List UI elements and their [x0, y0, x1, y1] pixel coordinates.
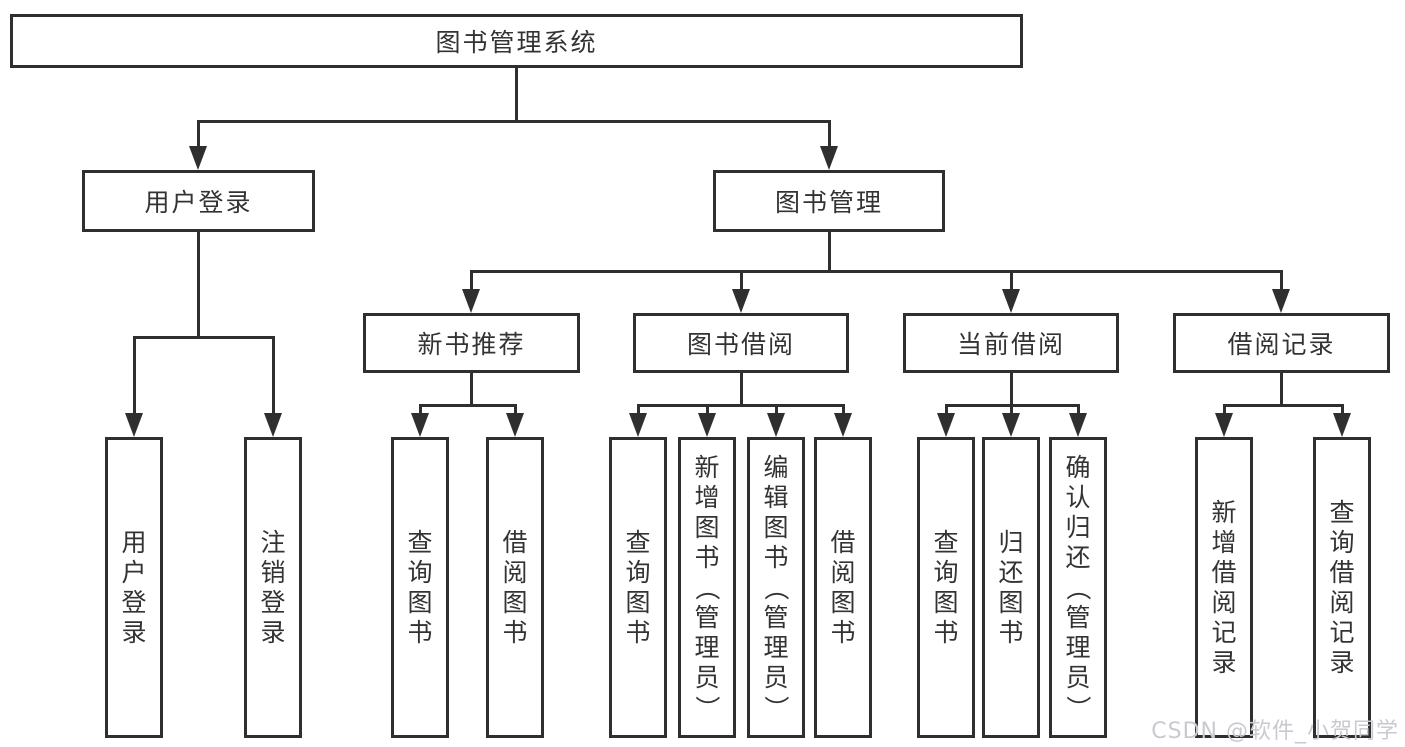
connector-bar	[637, 404, 845, 407]
leaf-query-borrow-record: 查询借阅记录	[1313, 437, 1371, 738]
leaf-add-book-admin: 新增图书（管理员）	[678, 437, 736, 738]
connector-level3-bar	[470, 270, 1283, 273]
arrow-down-icon	[189, 146, 207, 170]
connector-drop	[470, 373, 473, 407]
leaf-label: 查询图书	[625, 527, 651, 647]
leaf-label: 查询借阅记录	[1329, 497, 1355, 677]
leaf-label: 用户登录	[121, 527, 147, 647]
arrow-down-icon	[1002, 289, 1020, 313]
node-user-login-label: 用户登录	[144, 188, 253, 217]
arrow-down-icon	[820, 146, 838, 170]
arrow-down-icon	[264, 413, 282, 437]
leaf-return-book: 归还图书	[982, 437, 1040, 738]
connector-stub	[1010, 404, 1013, 418]
arrow-down-icon	[125, 413, 143, 437]
connector-bar	[419, 404, 517, 407]
connector-login-bar	[133, 336, 275, 339]
node-book-borrow: 图书借阅	[633, 313, 849, 373]
arrow-down-icon	[834, 413, 852, 437]
node-new-book-recommend-label: 新书推荐	[417, 330, 526, 359]
connector-stub	[1077, 404, 1080, 418]
arrow-down-icon	[937, 413, 955, 437]
connector-stub	[828, 120, 831, 150]
connector-stub	[775, 404, 778, 418]
connector-drop	[1280, 373, 1283, 407]
leaf-query-book-recommend: 查询图书	[391, 437, 449, 738]
leaf-label: 归还图书	[998, 527, 1024, 647]
node-current-borrow: 当前借阅	[903, 313, 1119, 373]
node-borrow-record-label: 借阅记录	[1227, 330, 1336, 359]
connector-stub	[272, 336, 275, 416]
leaf-label: 确认归还（管理员）	[1063, 452, 1093, 721]
node-book-management-label: 图书管理	[774, 188, 883, 217]
arrow-down-icon	[462, 289, 480, 313]
connector-stub	[133, 336, 136, 416]
arrow-down-icon	[698, 413, 716, 437]
leaf-label: 注销登录	[260, 527, 286, 647]
arrow-down-icon	[1272, 289, 1290, 313]
arrow-down-icon	[767, 413, 785, 437]
node-root: 图书管理系统	[10, 14, 1023, 68]
connector-stub	[197, 120, 200, 150]
node-user-login: 用户登录	[82, 170, 315, 232]
connector-stub	[740, 270, 743, 292]
leaf-query-book-current: 查询图书	[917, 437, 975, 738]
node-root-label: 图书管理系统	[435, 28, 598, 57]
connector-stub	[1280, 270, 1283, 292]
connector-bar	[1223, 404, 1344, 407]
connector-stub	[1341, 404, 1344, 418]
connector-login-drop	[197, 232, 200, 339]
arrow-down-icon	[1002, 413, 1020, 437]
node-current-borrow-label: 当前借阅	[956, 330, 1065, 359]
connector-mgmt-drop	[828, 232, 831, 272]
leaf-label: 新增借阅记录	[1211, 497, 1237, 677]
connector-stub	[419, 404, 422, 418]
leaf-label: 新增图书（管理员）	[692, 452, 722, 721]
leaf-user-login: 用户登录	[105, 437, 163, 738]
arrow-down-icon	[629, 413, 647, 437]
leaf-label: 借阅图书	[502, 527, 528, 647]
connector-level2-bar	[197, 120, 831, 123]
leaf-label: 编辑图书（管理员）	[761, 452, 791, 721]
connector-stub	[514, 404, 517, 418]
leaf-logout: 注销登录	[244, 437, 302, 738]
leaf-borrow-book: 借阅图书	[814, 437, 872, 738]
connector-stub	[945, 404, 948, 418]
leaf-confirm-return-admin: 确认归还（管理员）	[1049, 437, 1107, 738]
connector-stub	[637, 404, 640, 418]
connector-stub	[1010, 270, 1013, 292]
connector-drop	[740, 373, 743, 407]
leaf-edit-book-admin: 编辑图书（管理员）	[747, 437, 805, 738]
leaf-label: 查询图书	[933, 527, 959, 647]
connector-root-drop	[515, 68, 518, 122]
node-new-book-recommend: 新书推荐	[363, 313, 580, 373]
arrow-down-icon	[1069, 413, 1087, 437]
arrow-down-icon	[1215, 413, 1233, 437]
arrow-down-icon	[732, 289, 750, 313]
connector-stub	[842, 404, 845, 418]
arrow-down-icon	[411, 413, 429, 437]
leaf-add-borrow-record: 新增借阅记录	[1195, 437, 1253, 738]
arrow-down-icon	[506, 413, 524, 437]
leaf-label: 查询图书	[407, 527, 433, 647]
connector-drop	[1010, 373, 1013, 407]
csdn-watermark: CSDN @软件_小贺同学	[1151, 719, 1399, 744]
node-book-management: 图书管理	[713, 170, 945, 232]
node-borrow-record: 借阅记录	[1173, 313, 1390, 373]
leaf-query-book-borrow: 查询图书	[609, 437, 667, 738]
leaf-borrow-book-recommend: 借阅图书	[486, 437, 544, 738]
arrow-down-icon	[1333, 413, 1351, 437]
connector-stub	[1223, 404, 1226, 418]
node-book-borrow-label: 图书借阅	[686, 330, 795, 359]
leaf-label: 借阅图书	[830, 527, 856, 647]
connector-stub	[706, 404, 709, 418]
connector-stub	[470, 270, 473, 292]
